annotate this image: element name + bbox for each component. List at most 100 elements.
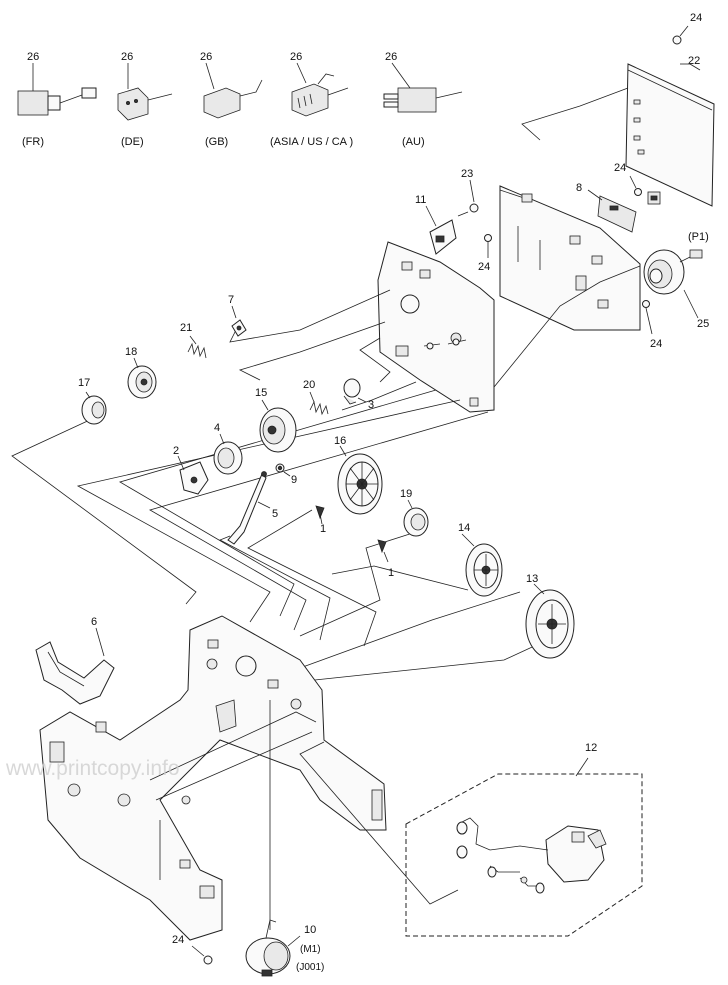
gear-13 bbox=[525, 583, 575, 659]
plug-asia-us-ca-name: (ASIA / US / CA ) bbox=[270, 136, 353, 148]
callout-3: 3 bbox=[368, 399, 374, 411]
assembly-12-parts bbox=[456, 817, 607, 894]
callout-1-right: 1 bbox=[388, 567, 394, 579]
pin-1-left bbox=[315, 505, 325, 525]
gear-17 bbox=[81, 391, 107, 425]
connector-label-m1: (M1) bbox=[300, 944, 321, 955]
callout-13: 13 bbox=[526, 573, 538, 585]
cable-guide-6 bbox=[35, 627, 115, 705]
callout-22: 22 bbox=[688, 55, 700, 67]
plug-fr-number: 26 bbox=[27, 51, 39, 63]
callout-2: 2 bbox=[173, 445, 179, 457]
callout-8: 8 bbox=[576, 182, 582, 194]
callout-5: 5 bbox=[272, 508, 278, 520]
side-chassis-plate bbox=[377, 241, 495, 413]
callout-6: 6 bbox=[91, 616, 97, 628]
leader-line-d bbox=[341, 381, 417, 411]
leader-line-b bbox=[238, 321, 386, 381]
plug-au-number: 26 bbox=[385, 51, 397, 63]
leader-line-l bbox=[331, 565, 469, 591]
right-frame-plate bbox=[499, 185, 641, 331]
plug-de-name: (DE) bbox=[121, 136, 144, 148]
gear-18 bbox=[127, 357, 157, 399]
leader-line-n bbox=[295, 635, 557, 683]
callout-16: 16 bbox=[334, 435, 346, 447]
plug-gb-number: 26 bbox=[200, 51, 212, 63]
callout-10: 10 bbox=[304, 924, 316, 936]
cam-4 bbox=[213, 433, 243, 475]
link-arm-5 bbox=[227, 471, 271, 545]
callout-23: 23 bbox=[461, 168, 473, 180]
plug-gb bbox=[203, 62, 263, 119]
screw-24-speaker bbox=[642, 300, 653, 335]
assembly-12-box bbox=[405, 757, 643, 937]
speaker-25 bbox=[643, 249, 703, 319]
clip-9 bbox=[275, 463, 291, 477]
washer-7 bbox=[231, 305, 247, 337]
callout-19: 19 bbox=[400, 488, 412, 500]
plug-asia-us-ca bbox=[291, 62, 349, 117]
leader-speaker bbox=[489, 265, 641, 393]
callout-17: 17 bbox=[78, 377, 90, 389]
screw-24-top bbox=[672, 25, 689, 45]
callout-7: 7 bbox=[228, 294, 234, 306]
plug-au bbox=[383, 62, 463, 113]
leader-line-h bbox=[148, 411, 489, 631]
callout-1-left: 1 bbox=[320, 523, 326, 535]
plug-de bbox=[117, 63, 173, 121]
gear-16 bbox=[337, 445, 383, 515]
watermark-text: www.printcopy.info bbox=[5, 757, 180, 780]
motor-10 bbox=[245, 700, 301, 977]
leader-assembly-12 bbox=[299, 741, 459, 905]
callout-24-speaker: 24 bbox=[650, 338, 662, 350]
callout-14: 14 bbox=[458, 522, 470, 534]
screw-24-bottom bbox=[191, 945, 213, 965]
callout-12: 12 bbox=[585, 742, 597, 754]
main-chassis bbox=[39, 615, 387, 941]
leader-board bbox=[521, 87, 629, 141]
circuit-part-8 bbox=[587, 189, 637, 233]
plug-asia-us-ca-number: 26 bbox=[290, 51, 302, 63]
spring-21 bbox=[187, 335, 207, 359]
leader-line-i bbox=[219, 535, 331, 641]
leader-line-a bbox=[229, 289, 391, 343]
connector-label-j001: (J001) bbox=[296, 962, 324, 973]
callout-11: 11 bbox=[415, 194, 426, 206]
pcb-board-22 bbox=[625, 63, 715, 207]
gear-15 bbox=[259, 399, 297, 453]
callout-20: 20 bbox=[303, 379, 315, 391]
leader-line-m bbox=[299, 591, 521, 669]
plug-gb-name: (GB) bbox=[205, 136, 228, 148]
leader-line-c bbox=[359, 337, 391, 383]
plug-au-name: (AU) bbox=[402, 136, 425, 148]
pin-1-right bbox=[377, 539, 389, 563]
leader-line-j bbox=[247, 509, 377, 647]
callout-15: 15 bbox=[255, 387, 267, 399]
callout-4: 4 bbox=[214, 422, 220, 434]
screw-23 bbox=[457, 179, 479, 217]
spring-20 bbox=[309, 391, 329, 416]
bracket-11 bbox=[425, 205, 457, 255]
gear-14 bbox=[461, 533, 503, 597]
callout-21: 21 bbox=[180, 322, 192, 334]
plug-fr bbox=[17, 63, 97, 116]
plug-de-number: 26 bbox=[121, 51, 133, 63]
callout-24-top: 24 bbox=[690, 12, 702, 24]
callout-24-board: 24 bbox=[614, 162, 626, 174]
callout-18: 18 bbox=[125, 346, 137, 358]
screw-24-board bbox=[629, 175, 642, 196]
holder-2 bbox=[177, 455, 209, 495]
connector-block bbox=[647, 191, 661, 205]
lever-3 bbox=[343, 378, 367, 405]
gear-19 bbox=[403, 499, 429, 537]
callout-9: 9 bbox=[291, 474, 297, 486]
leader-line-k bbox=[299, 531, 417, 637]
plug-fr-name: (FR) bbox=[22, 136, 44, 148]
callout-24-mid: 24 bbox=[478, 261, 490, 273]
screw-24-mid bbox=[484, 234, 492, 258]
connector-label-p1: (P1) bbox=[688, 231, 709, 243]
callout-25: 25 bbox=[697, 318, 709, 330]
leader-line-e bbox=[11, 417, 197, 605]
callout-24-bottom: 24 bbox=[172, 934, 184, 946]
